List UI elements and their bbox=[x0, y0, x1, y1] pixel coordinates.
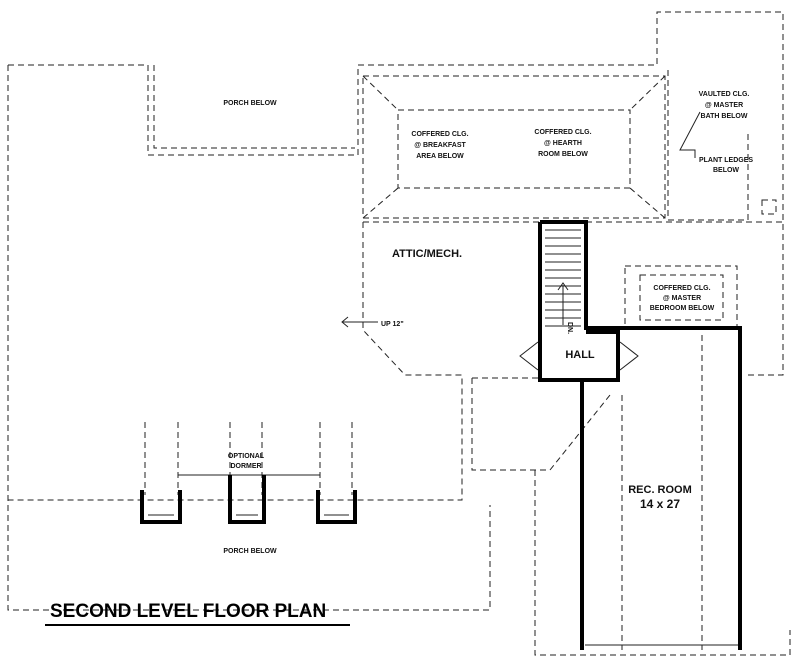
coffered-master-line1: COFFERED CLG. bbox=[653, 285, 710, 292]
coffered-hip-lines bbox=[362, 75, 666, 219]
dormer-walls bbox=[140, 475, 357, 524]
hall-walls bbox=[538, 330, 620, 382]
hall-doors bbox=[519, 341, 639, 371]
coffered-breakfast-line2: @ BREAKFAST bbox=[414, 142, 466, 149]
rec-room-size: 14 x 27 bbox=[640, 497, 680, 511]
dn-label: DN. bbox=[566, 322, 573, 334]
outer-roof-outline bbox=[8, 11, 784, 376]
coffered-box-outer bbox=[362, 75, 666, 219]
porch-below-bottom-label: PORCH BELOW bbox=[223, 548, 277, 555]
attic-outline bbox=[8, 221, 540, 501]
coffered-hearth-line3: ROOM BELOW bbox=[538, 151, 588, 158]
plant-ledge-wall bbox=[679, 111, 701, 158]
rec-room-label: REC. ROOM bbox=[628, 484, 692, 496]
rec-room-floor-edge bbox=[534, 470, 791, 656]
optional-dormer-line1: OPTIONAL bbox=[228, 453, 265, 460]
plan-title: SECOND LEVEL FLOOR PLAN bbox=[50, 601, 326, 622]
coffered-master-line3: BEDROOM BELOW bbox=[650, 305, 715, 312]
coffered-hearth-line2: @ HEARTH bbox=[544, 140, 582, 147]
coffered-breakfast-line1: COFFERED CLG. bbox=[411, 131, 468, 138]
hall-label: HALL bbox=[565, 349, 595, 361]
coffered-master-line2: @ MASTER bbox=[663, 295, 701, 302]
stair-arrow bbox=[557, 282, 569, 325]
coffered-hearth-line1: COFFERED CLG. bbox=[534, 129, 591, 136]
attic-label: ATTIC/MECH. bbox=[392, 248, 462, 260]
up-arrow-icon bbox=[341, 316, 378, 328]
coffered-breakfast-line3: AREA BELOW bbox=[416, 153, 464, 160]
attic-lower-outline bbox=[471, 377, 611, 471]
vaulted-bath-line1: VAULTED CLG. bbox=[699, 91, 750, 98]
left-outline bbox=[7, 65, 491, 611]
stair-hall-walls bbox=[538, 220, 742, 650]
porch-below-top-label: PORCH BELOW bbox=[223, 100, 277, 107]
plant-ledges-line2: BELOW bbox=[713, 167, 739, 174]
vaulted-bath-line3: BATH BELOW bbox=[701, 113, 748, 120]
up-label: UP 12" bbox=[381, 321, 404, 328]
coffered-master-inner bbox=[639, 274, 724, 321]
chase-box bbox=[761, 199, 777, 215]
porch-top-box bbox=[153, 65, 355, 149]
coffered-box-inner bbox=[397, 109, 631, 189]
vaulted-bath-line2: @ MASTER bbox=[705, 102, 743, 109]
plant-ledges-line1: PLANT LEDGES bbox=[699, 157, 753, 164]
optional-dormer-line2: DORMER bbox=[230, 463, 261, 470]
plant-ledge-area bbox=[667, 70, 749, 221]
rec-room-knee-walls bbox=[621, 335, 703, 650]
